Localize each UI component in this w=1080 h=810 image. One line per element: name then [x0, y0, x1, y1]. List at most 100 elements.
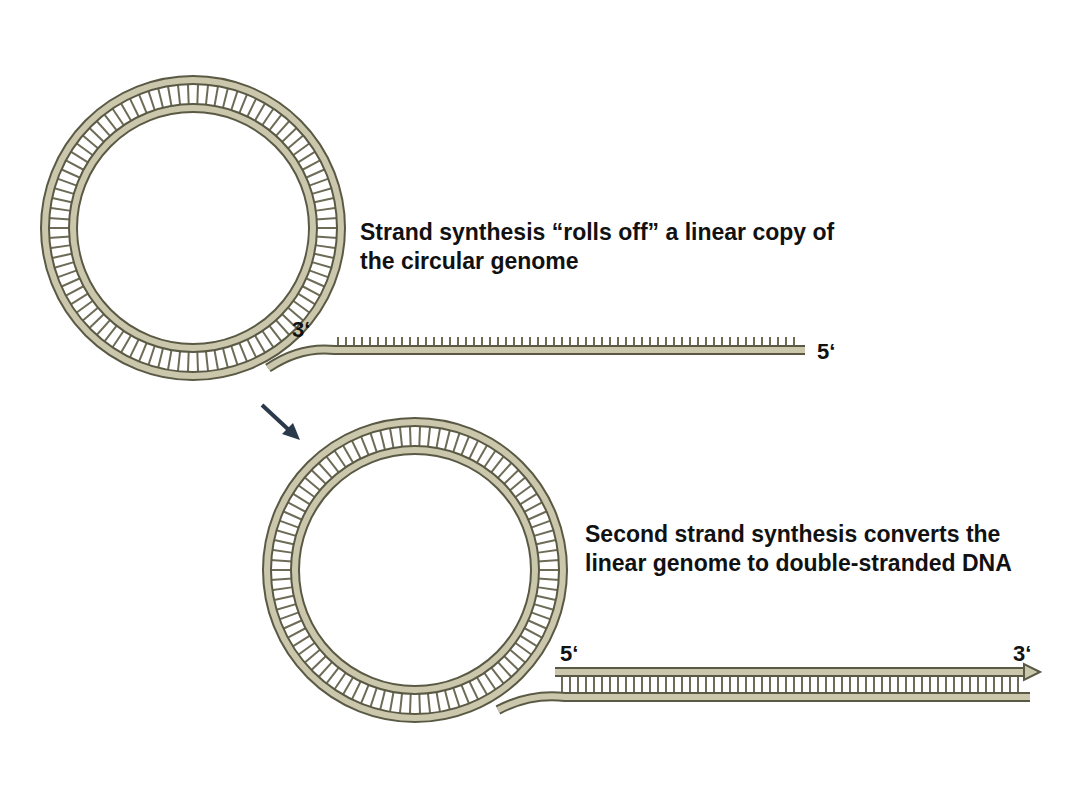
base-pair	[400, 692, 402, 714]
base-pair	[104, 114, 118, 131]
base-pair	[538, 560, 560, 562]
base-pair	[82, 135, 99, 149]
base-pair	[283, 511, 303, 520]
base-pair	[270, 569, 292, 571]
base-pair	[761, 675, 763, 694]
base-pair	[689, 675, 691, 694]
base-pair	[318, 661, 333, 677]
base-pair	[326, 456, 340, 473]
base-pair	[370, 687, 377, 708]
base-pair	[231, 345, 238, 366]
base-pair	[593, 675, 595, 694]
step-caption: Strand synthesis “rolls off” a linear co…	[360, 218, 870, 276]
base-pair	[89, 127, 105, 142]
base-pair	[601, 675, 603, 694]
base-pair	[313, 254, 335, 259]
base-pair	[985, 675, 987, 694]
base-pair	[298, 642, 316, 655]
base-pair	[1017, 675, 1019, 694]
base-pair	[302, 286, 321, 296]
circular-genome	[267, 422, 563, 718]
base-pair	[269, 114, 283, 131]
base-pair	[609, 675, 611, 694]
base-pair	[196, 83, 199, 105]
base-pair	[239, 94, 247, 114]
base-pair	[309, 270, 330, 278]
base-pair	[418, 693, 421, 715]
base-pair	[945, 675, 947, 694]
base-pair	[428, 426, 430, 448]
base-pair	[318, 462, 333, 478]
base-pair	[65, 160, 84, 170]
strand-end-label: 5‘	[817, 338, 835, 366]
base-pair	[993, 675, 995, 694]
base-pair	[453, 432, 460, 453]
circular-genome	[45, 80, 341, 376]
base-pair	[785, 675, 787, 694]
base-pair	[121, 102, 132, 121]
base-pair	[311, 262, 332, 268]
base-pair	[769, 675, 771, 694]
base-pair	[311, 469, 327, 484]
base-pair	[409, 425, 412, 447]
base-pair	[961, 675, 963, 694]
base-pair	[297, 293, 316, 305]
base-pair	[270, 579, 292, 581]
base-pair	[503, 469, 519, 484]
base-pair	[316, 237, 338, 239]
base-pair	[515, 485, 533, 498]
base-pair	[370, 432, 377, 453]
base-pair	[51, 254, 73, 259]
base-pair	[206, 350, 208, 372]
base-pair	[509, 649, 526, 663]
base-pair	[313, 198, 335, 203]
base-pair	[178, 350, 180, 372]
base-pair	[445, 429, 450, 450]
base-pair	[509, 477, 526, 491]
base-pair	[617, 675, 619, 694]
strand-end-label: 3‘	[1013, 640, 1031, 668]
base-pair	[178, 84, 180, 106]
base-pair	[276, 604, 297, 610]
base-pair	[561, 675, 563, 694]
base-pair	[361, 436, 369, 456]
base-pair	[538, 579, 560, 581]
base-pair	[214, 85, 218, 107]
base-pair	[809, 675, 811, 694]
base-pair	[461, 436, 469, 456]
base-pair	[61, 169, 81, 178]
double-strand-tail	[498, 664, 1040, 710]
base-pair	[326, 667, 340, 684]
base-pair	[287, 502, 306, 512]
base-pair	[51, 198, 73, 203]
base-pair	[491, 667, 505, 684]
base-pair	[801, 675, 803, 694]
base-pair	[334, 450, 346, 468]
base-pair	[491, 456, 505, 473]
strand-end-label: 3‘	[292, 316, 310, 344]
base-pair	[187, 83, 190, 105]
base-pair	[304, 649, 321, 663]
base-pair	[148, 90, 155, 111]
base-pair	[281, 127, 297, 142]
base-pair	[825, 675, 827, 694]
base-pair	[937, 675, 939, 694]
base-pair	[841, 675, 843, 694]
base-pair	[316, 227, 338, 229]
base-pair	[793, 675, 795, 694]
base-pair	[380, 689, 385, 710]
base-pair	[641, 675, 643, 694]
base-pair	[745, 675, 747, 694]
base-pair	[921, 675, 923, 694]
base-pair	[271, 587, 293, 590]
base-pair	[158, 347, 163, 368]
base-pair	[61, 278, 81, 287]
base-pair	[287, 628, 306, 638]
base-pair	[239, 342, 247, 362]
base-pair	[302, 160, 321, 170]
base-pair	[48, 227, 70, 229]
base-pair	[292, 635, 311, 647]
base-pair	[533, 530, 554, 536]
base-pair	[484, 450, 496, 468]
base-pair	[497, 661, 512, 677]
